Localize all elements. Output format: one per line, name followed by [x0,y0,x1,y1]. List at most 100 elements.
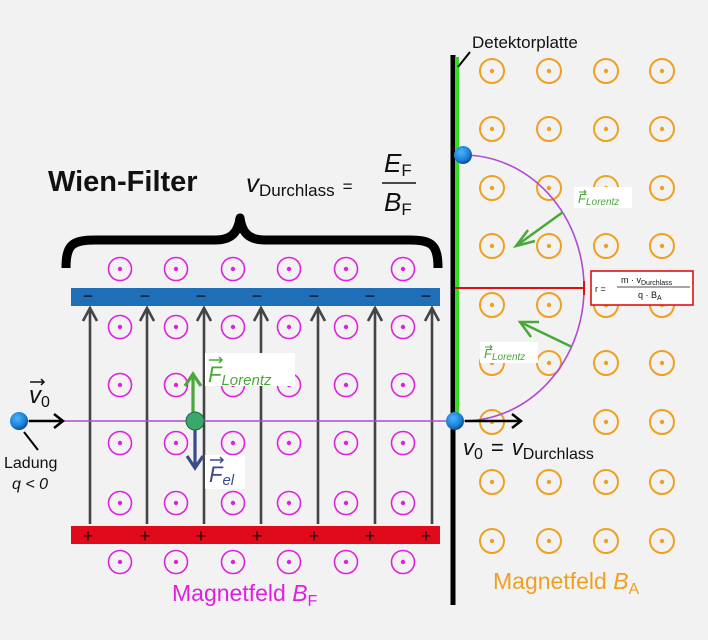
minus-sign: − [365,286,376,306]
e-field-arrow [423,305,441,524]
circle-dot-icon [107,490,133,516]
plus-sign: + [83,526,94,546]
plate-signs: −+−+−+−+−+−+−+ [83,286,432,546]
circle-dot-icon [390,430,416,456]
e-field-arrow [252,305,270,524]
circle-dot-icon [536,292,562,318]
radius-formula-box [590,270,694,306]
circle-dot-icon [390,256,416,282]
circle-dot-icon [390,314,416,340]
minus-sign: − [309,286,320,306]
v0-label: v0 [29,382,50,411]
v0-arrow [29,413,66,429]
circle-dot-icon [536,116,562,142]
lorentz-arrow-lower [517,320,573,349]
circle-dot-icon [163,490,189,516]
durchlass-formula: vDurchlass= [246,168,353,200]
circle-dot-icon [333,256,359,282]
radius-r-label: r = [595,284,606,294]
lorentz-label-upper: FLorentz [578,191,619,208]
circle-dot-icon [479,469,505,495]
electric-force-label: Fel [209,462,235,489]
detector-label: Detektorplatte [472,33,578,52]
wien-filter-title: Wien-Filter [48,166,198,198]
circle-dot-icon [649,350,675,376]
circle-dot-icon [276,314,302,340]
radius-denominator: q · BA [638,290,662,302]
circle-dot-icon [479,233,505,259]
circle-dot-icon [479,528,505,554]
e-field-arrow [195,305,213,524]
e-field-arrow [309,305,327,524]
e-field-arrow [81,305,99,524]
circle-dot-icon [593,469,619,495]
plus-sign: + [309,526,320,546]
formula-denominator: BF [384,187,412,219]
particle-start [10,412,28,430]
circle-dot-icon [107,256,133,282]
radius-numerator: m · vDurchlass [621,275,673,287]
circle-dot-icon [479,292,505,318]
circle-dot-icon [479,116,505,142]
magnetic-field-bf-symbols [107,256,416,575]
circle-dot-icon [536,175,562,201]
lorentz-label-lower: FLorentz [484,346,525,363]
circle-dot-icon [333,549,359,575]
e-field-arrow [366,305,384,524]
charge-label-line2: q < 0 [12,476,48,493]
minus-sign: − [140,286,151,306]
detector-label-pointer [457,51,471,68]
circle-dot-icon [536,58,562,84]
circle-dot-icon [593,116,619,142]
circle-dot-icon [107,430,133,456]
particle-exit [446,412,464,430]
circle-dot-icon [536,233,562,259]
minus-sign: − [196,286,207,306]
circle-dot-icon [593,233,619,259]
plus-sign: + [252,526,263,546]
electric-field-arrows [81,305,441,524]
minus-sign: − [421,286,432,306]
circle-dot-icon [220,549,246,575]
charge-label-line1: Ladung [4,455,57,472]
curly-brace [61,213,443,269]
circle-dot-icon [649,409,675,435]
magnetfeld-bf-label: Magnetfeld BF [172,580,318,610]
circle-dot-icon [649,175,675,201]
circle-dot-icon [649,58,675,84]
circle-dot-icon [220,490,246,516]
circle-dot-icon [390,372,416,398]
magnetic-field-ba-symbols [479,58,675,554]
plus-sign: + [196,526,207,546]
circle-dot-icon [107,372,133,398]
particle-center [185,411,205,431]
plus-sign: + [140,526,151,546]
circle-dot-icon [593,58,619,84]
circle-dot-icon [649,469,675,495]
circle-dot-icon [333,314,359,340]
formula-numerator: EF [384,148,412,180]
circle-dot-icon [649,116,675,142]
circle-dot-icon [333,490,359,516]
circle-dot-icon [649,233,675,259]
circle-dot-icon [163,314,189,340]
e-field-arrow [138,305,156,524]
circle-dot-icon [479,58,505,84]
exit-velocity-arrow [465,413,524,429]
bottom-plate [71,526,440,544]
circle-dot-icon [107,314,133,340]
minus-sign: − [252,286,263,306]
particle-detected [454,146,472,164]
circle-dot-icon [107,549,133,575]
circle-dot-icon [276,549,302,575]
circle-dot-icon [333,430,359,456]
circle-dot-icon [163,430,189,456]
circle-dot-icon [163,549,189,575]
circle-dot-icon [536,469,562,495]
circle-dot-icon [220,430,246,456]
circle-dot-icon [593,409,619,435]
circle-dot-icon [390,490,416,516]
plus-sign: + [421,526,432,546]
circle-dot-icon [220,256,246,282]
